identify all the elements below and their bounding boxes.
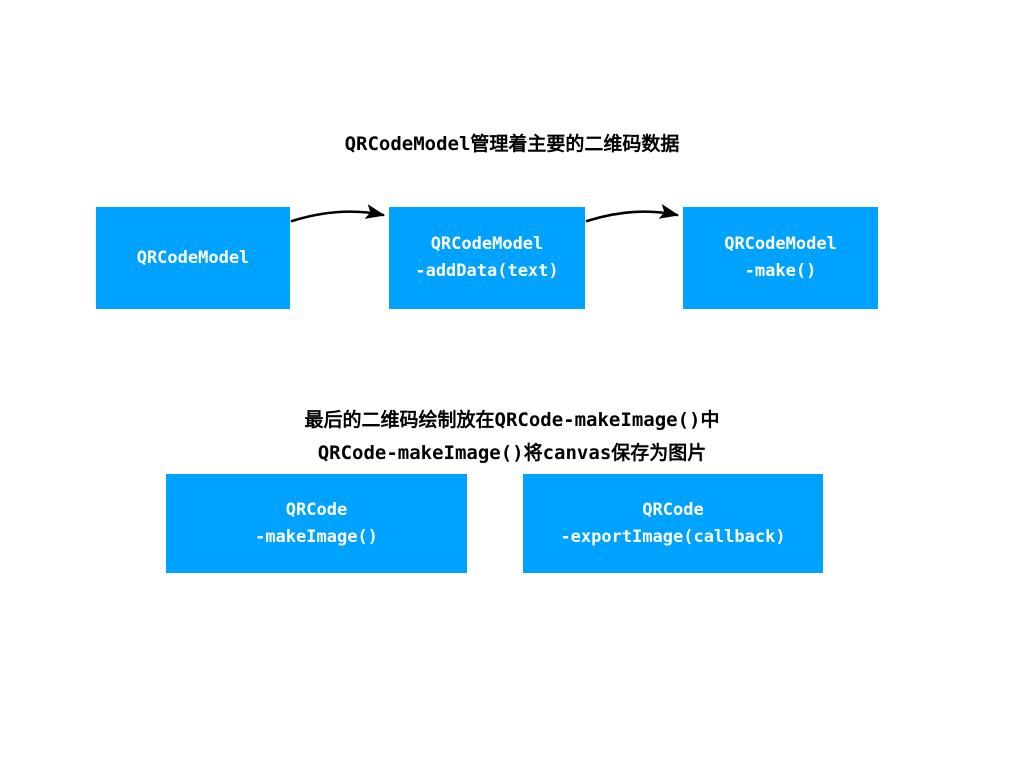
arrow-model-to-adddata xyxy=(290,204,386,223)
node-qrcode-exportimage[interactable]: QRCode -exportImage(callback) xyxy=(523,474,823,573)
node-qrcode-makeimage-label: QRCode -makeImage() xyxy=(255,499,378,547)
node-qrcode-makeimage[interactable]: QRCode -makeImage() xyxy=(166,474,467,573)
node-qrcodemodel-make[interactable]: QRCodeModel -make() xyxy=(683,207,878,309)
node-qrcodemodel-label: QRCodeModel xyxy=(136,247,250,268)
node-qrcode-exportimage-label: QRCode -exportImage(callback) xyxy=(560,499,786,547)
caption-line-2: QRCode-makeImage()将canvas保存为图片 xyxy=(317,442,707,464)
arrow-adddata-to-make xyxy=(585,204,680,223)
node-qrcodemodel-adddata-label: QRCodeModel -addData(text) xyxy=(415,234,559,281)
node-qrcodemodel-adddata[interactable]: QRCodeModel -addData(text) xyxy=(389,207,585,309)
caption-line-1: 最后的二维码绘制放在QRCode-makeImage()中 xyxy=(304,409,720,431)
node-qrcodemodel-make-label: QRCodeModel -make() xyxy=(724,234,837,281)
page-title: QRCodeModel管理着主要的二维码数据 xyxy=(344,133,680,155)
node-qrcodemodel[interactable]: QRCodeModel xyxy=(96,207,290,309)
caption-text: 最后的二维码绘制放在QRCode-makeImage()中 QRCode-mak… xyxy=(0,404,1024,470)
